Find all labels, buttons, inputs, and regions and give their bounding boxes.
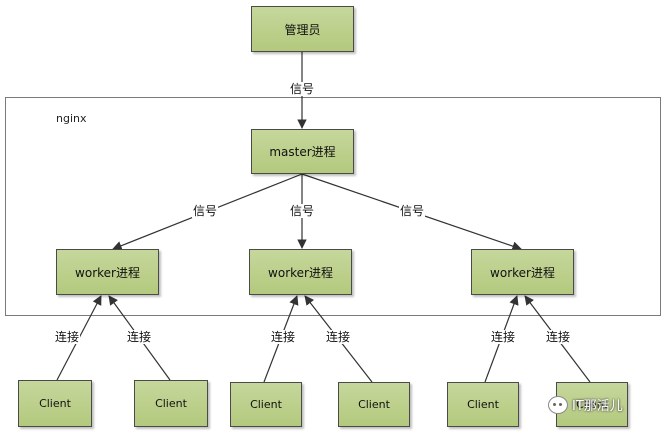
label-master-to-worker-2: 信号	[289, 204, 316, 218]
label-client-4-to-worker-2: 连接	[325, 330, 352, 344]
watermark: IT那活儿	[548, 395, 623, 414]
client-node-4: Client	[338, 382, 410, 427]
nginx-label: nginx	[56, 112, 87, 125]
client-node-1: Client	[18, 380, 92, 427]
client-node-3: Client	[230, 382, 302, 427]
label-client-2-to-worker-1: 连接	[126, 330, 153, 344]
worker-process-node-3: worker进程	[471, 249, 574, 295]
label-client-6-to-worker-3: 连接	[545, 330, 572, 344]
label-client-5-to-worker-3: 连接	[490, 330, 517, 344]
label-client-1-to-worker-1: 连接	[54, 330, 81, 344]
worker-process-node-2: worker进程	[249, 249, 352, 295]
worker-process-node-1: worker进程	[56, 249, 159, 295]
label-master-to-worker-3: 信号	[399, 204, 426, 218]
admin-node: 管理员	[251, 6, 354, 52]
watermark-text: IT那活儿	[572, 399, 623, 414]
label-master-to-worker-1: 信号	[192, 204, 219, 218]
wechat-icon	[548, 395, 568, 414]
label-client-3-to-worker-2: 连接	[270, 330, 297, 344]
client-node-6: Client	[556, 382, 628, 427]
client-node-2: Client	[134, 380, 208, 427]
label-admin-to-master: 信号	[289, 82, 316, 96]
master-process-node: master进程	[251, 129, 354, 174]
client-node-5: Client	[447, 382, 519, 427]
